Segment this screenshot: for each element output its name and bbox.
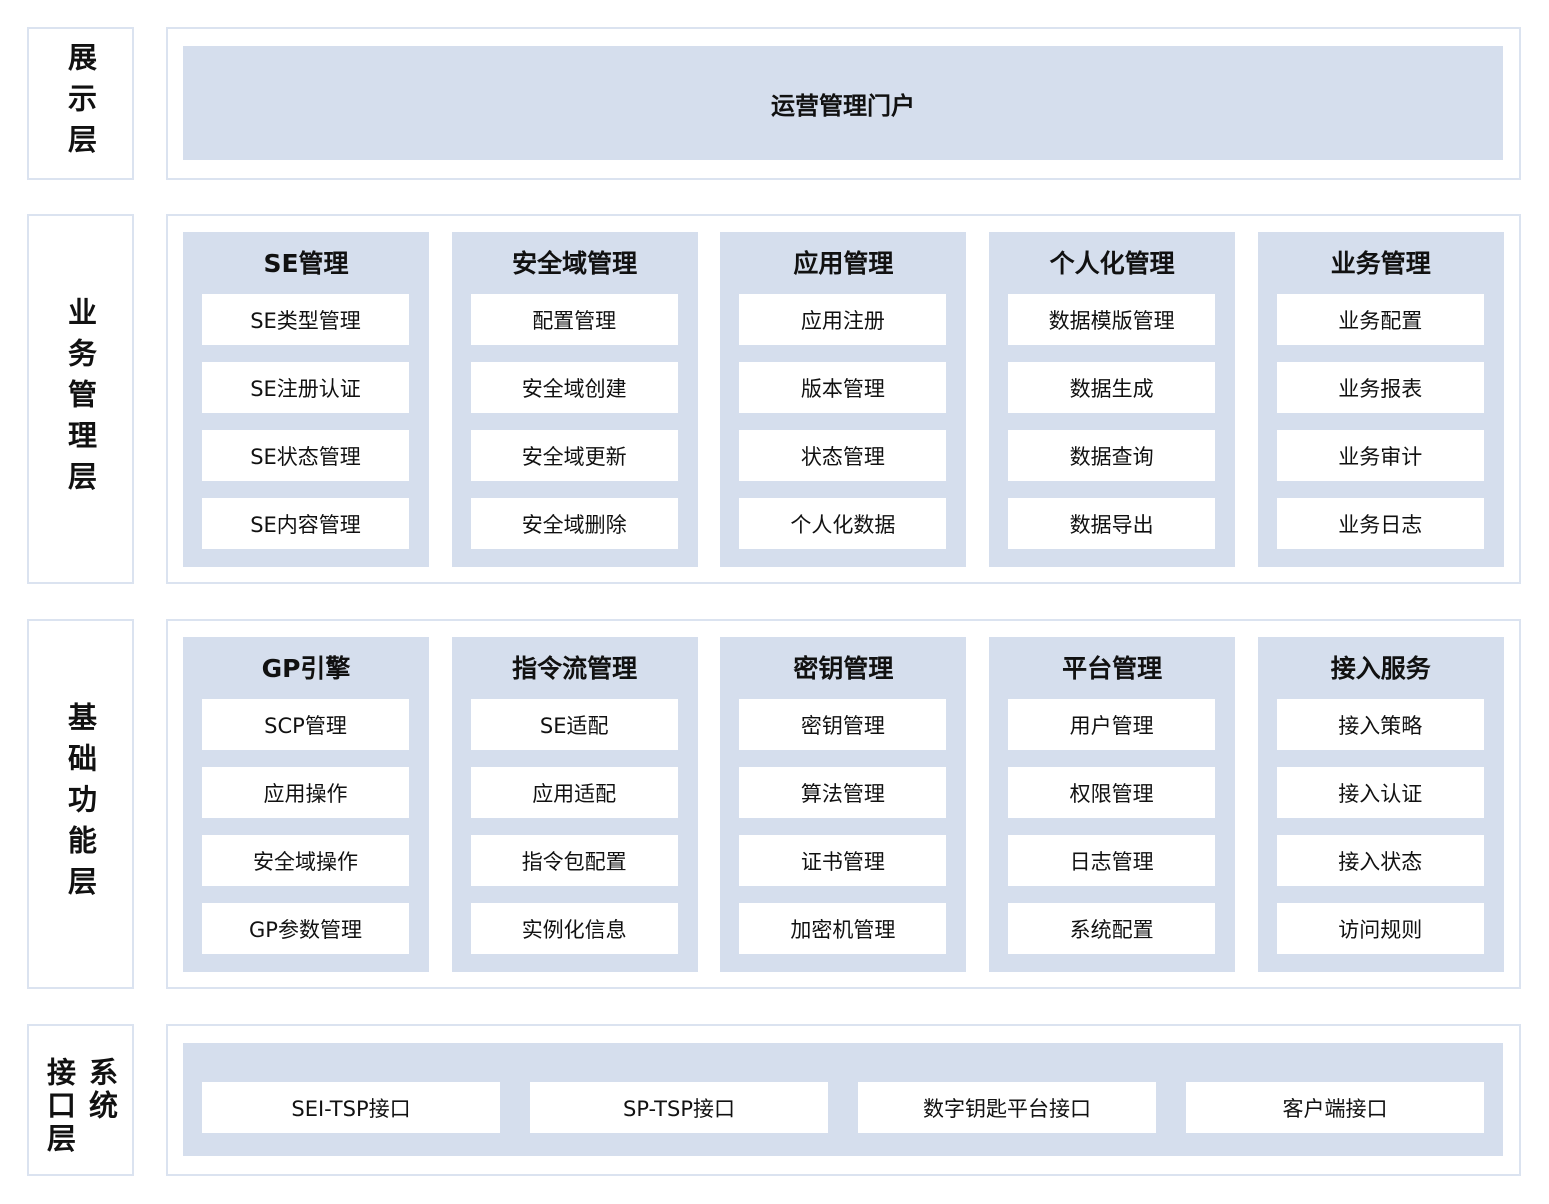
module-item: 应用注册 (739, 294, 947, 345)
module-item: 证书管理 (739, 835, 947, 886)
module-item: 权限管理 (1008, 767, 1216, 818)
module-item: SE注册认证 (202, 362, 409, 413)
foundation-layer-frame: GP引擎 SCP管理应用操作安全域操作 GP参数管理 指令流管理 SE适配应用适配指令包… (166, 619, 1521, 989)
module-item: 安全域删除 (470, 498, 678, 549)
interface-layer-label-part2: 系统 (84, 1057, 119, 1123)
interface-item: SEI-TSP接口 (202, 1082, 500, 1133)
foundation-layer-label-box: 基础功能层 (27, 619, 134, 989)
module-item: 安全域操作 (202, 835, 409, 886)
interface-layer-label-box: 接口层 系统 (27, 1024, 134, 1176)
interface-layer-frame: SEI-TSP接口 SP-TSP接口数字钥匙平台接口客户端接口 (166, 1024, 1521, 1176)
module-item: 接入认证 (1276, 767, 1484, 818)
module-item: 数据查询 (1008, 430, 1216, 481)
module-item: 指令包配置 (470, 835, 678, 886)
interface-item: 客户端接口 (1186, 1082, 1484, 1133)
presentation-layer-label-box: 展示层 (27, 27, 134, 180)
module-item: 安全域更新 (470, 430, 678, 481)
module-group-title: 应用管理 (793, 249, 894, 278)
module-item: 数据导出 (1008, 498, 1216, 549)
module-item: 访问规则 (1276, 903, 1484, 954)
presentation-layer-frame: 运营管理门户 (166, 27, 1521, 180)
module-item: SE状态管理 (202, 430, 409, 481)
module-group-title: 指令流管理 (512, 654, 638, 683)
module-group: 应用管理应用注册版本管理状态管理个人化数据 (720, 232, 967, 567)
module-group-title: 密钥管理 (793, 654, 894, 683)
module-item: 系统配置 (1008, 903, 1216, 954)
business-layer-label-box: 业务管理层 (27, 214, 134, 584)
module-item: 接入策略 (1276, 699, 1484, 750)
operations-portal: 运营管理门户 (183, 46, 1503, 160)
module-item: 接入状态 (1276, 835, 1484, 886)
module-item: SE类型管理 (202, 294, 409, 345)
module-group-title: GP引擎 (261, 654, 351, 683)
module-item: SE适配 (470, 699, 678, 750)
module-item: 密钥管理 (739, 699, 947, 750)
module-item: 版本管理 (739, 362, 947, 413)
module-item: 数据模版管理 (1008, 294, 1216, 345)
module-item: 用户管理 (1008, 699, 1216, 750)
module-item: 实例化信息 (470, 903, 678, 954)
operations-portal-label: 运营管理门户 (771, 91, 915, 120)
module-group: GP引擎 SCP管理应用操作安全域操作 GP参数管理 (183, 637, 429, 972)
module-item: 安全域创建 (470, 362, 678, 413)
module-group: 安全域管理配置管理安全域创建安全域更新安全域删除 (451, 232, 698, 567)
module-group: 业务管理业务配置业务报表业务审计业务日志 (1257, 232, 1504, 567)
module-item: 业务配置 (1276, 294, 1484, 345)
module-group: 个人化管理数据模版管理数据生成数据查询数据导出 (989, 232, 1236, 567)
module-item: 状态管理 (739, 430, 947, 481)
interface-layer-label-part1: 接口层 (42, 1056, 77, 1156)
foundation-layer-label: 基础功能层 (63, 701, 98, 907)
interface-list: SEI-TSP接口 SP-TSP接口数字钥匙平台接口客户端接口 (183, 1043, 1503, 1156)
module-group-title: 个人化管理 (1049, 249, 1175, 278)
module-group-title: 平台管理 (1062, 654, 1163, 683)
module-item: 算法管理 (739, 767, 947, 818)
business-layer-label: 业务管理层 (63, 296, 98, 502)
module-item: 应用操作 (202, 767, 409, 818)
module-group: SE管理 SE类型管理 SE注册认证 SE状态管理 SE内容管理 (183, 232, 429, 567)
module-group-title: SE管理 (263, 249, 349, 278)
module-group-title: 接入服务 (1330, 654, 1431, 683)
module-item: 加密机管理 (739, 903, 947, 954)
module-group: 密钥管理密钥管理算法管理证书管理加密机管理 (720, 637, 967, 972)
module-group: 平台管理用户管理权限管理日志管理系统配置 (989, 637, 1236, 972)
module-item: 个人化数据 (739, 498, 947, 549)
module-group: 接入服务接入策略接入认证接入状态访问规则 (1257, 637, 1504, 972)
module-item: 业务审计 (1276, 430, 1484, 481)
module-item: 数据生成 (1008, 362, 1216, 413)
module-item: 业务日志 (1276, 498, 1484, 549)
module-item: 日志管理 (1008, 835, 1216, 886)
module-item: 应用适配 (470, 767, 678, 818)
module-item: 业务报表 (1276, 362, 1484, 413)
module-group-title: 安全域管理 (512, 249, 638, 278)
module-item: SCP管理 (202, 699, 409, 750)
interface-item: SP-TSP接口 (530, 1082, 828, 1133)
module-item: 配置管理 (470, 294, 678, 345)
presentation-layer-label: 展示层 (63, 42, 98, 165)
module-item: SE内容管理 (202, 498, 409, 549)
interface-item: 数字钥匙平台接口 (858, 1082, 1156, 1133)
module-group-title: 业务管理 (1330, 249, 1431, 278)
module-item: GP参数管理 (202, 903, 409, 954)
module-group: 指令流管理 SE适配应用适配指令包配置实例化信息 (451, 637, 698, 972)
